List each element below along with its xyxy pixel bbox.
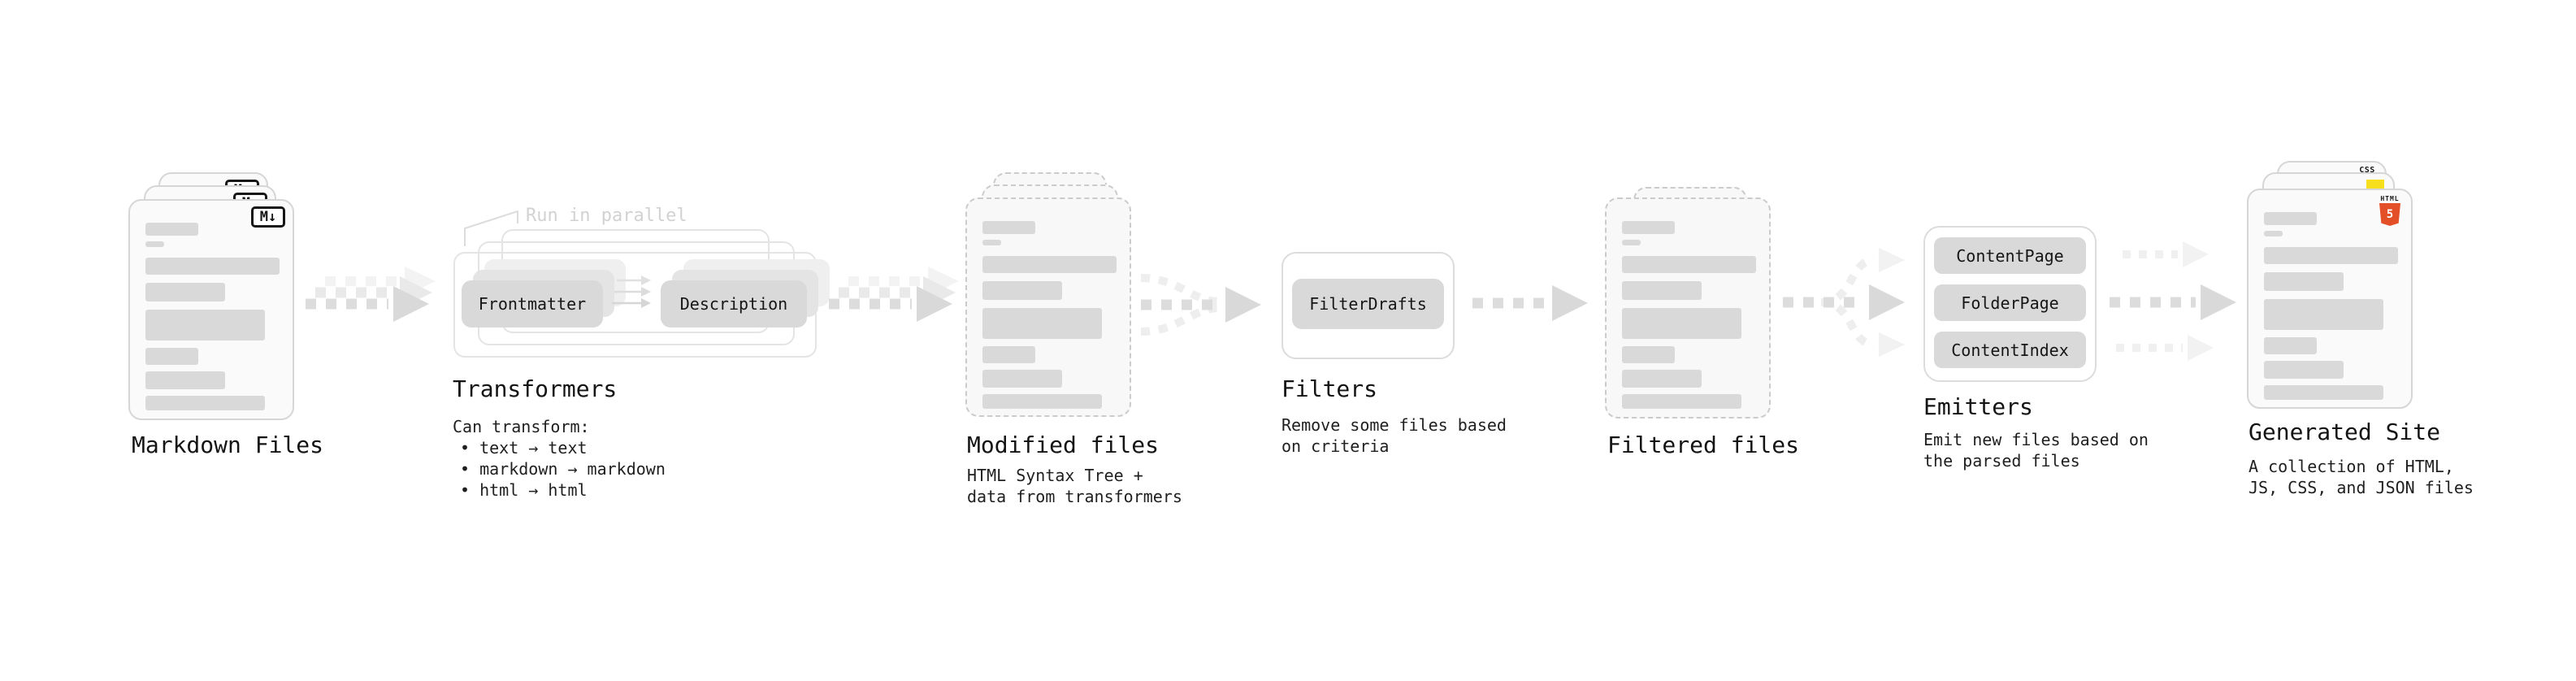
modified-files-stack [965,172,1131,417]
flow-arrow-icon [1472,285,1588,321]
run-in-parallel-annotation: Run in parallel [526,206,687,226]
filterdrafts-pill: FilterDrafts [1292,279,1444,329]
text-line-placeholder [982,346,1035,363]
text-line-placeholder [1622,346,1675,363]
description-pill: Description [661,280,807,327]
document-card [965,197,1131,417]
text-line-placeholder [2264,299,2383,330]
html5-shield-number: 5 [2386,208,2394,221]
css-icon-label: CSS [2359,166,2375,175]
text-line-placeholder [2264,231,2283,236]
bullet-item: • markdown → markdown [460,459,666,479]
emitters-desc: Emit new files based on the parsed files [1923,429,2149,471]
generated-site-title: Generated Site [2249,419,2441,445]
filterdrafts-pill-label: FilterDrafts [1309,294,1427,314]
transformers-bullet-list: • text → text • markdown → markdown • ht… [460,437,666,501]
markdown-icon-label: M↓ [259,209,277,225]
filters-title: Filters [1281,375,1378,402]
merge-arrow-icon [1140,274,1261,336]
text-line-placeholder [145,223,198,236]
document-card [1605,197,1771,419]
markdown-files-stack: M↓ M↓ M↓ [128,172,294,420]
text-line-placeholder [1622,394,1741,409]
generated-site-stack: CSS HTML 5 [2247,161,2413,409]
text-line-placeholder [145,371,225,389]
desc-line: the parsed files [1923,451,2080,471]
flow-arrow-icon [829,267,959,322]
desc-line: data from transformers [967,487,1182,506]
text-line-placeholder [1622,308,1741,339]
folderpage-pill: FolderPage [1934,284,2086,321]
description-pill-label: Description [679,294,788,314]
desc-line: Emit new files based on [1923,430,2149,449]
text-line-placeholder [982,308,1102,339]
text-line-placeholder [1622,370,1702,388]
html5-shield: 5 [2379,203,2400,226]
html5-icon: HTML 5 [2377,195,2403,226]
generated-site-desc: A collection of HTML, JS, CSS, and JSON … [2249,456,2474,498]
transformers-title: Transformers [453,375,618,402]
bullet-item: • html → html [460,480,588,500]
text-line-placeholder [982,221,1035,234]
text-line-placeholder [2264,212,2317,225]
split-arrow-icon [1783,248,1905,357]
text-line-placeholder [982,370,1062,388]
text-line-placeholder [145,283,225,301]
js-icon [2366,180,2384,191]
modified-files-desc: HTML Syntax Tree + data from transformer… [967,465,1182,507]
parallel-arrows-icon [612,275,651,308]
desc-line: JS, CSS, and JSON files [2249,478,2474,497]
text-line-placeholder [2264,385,2383,400]
filtered-files-title: Filtered files [1607,432,1800,458]
text-line-placeholder [982,394,1102,409]
filtered-files-stack [1605,187,1771,419]
desc-line: on criteria [1281,436,1390,456]
markdown-files-title: Markdown Files [132,432,324,458]
text-line-placeholder [2264,247,2398,264]
text-line-placeholder [145,396,265,410]
text-line-placeholder [2264,272,2344,291]
flow-arrow-icon [306,267,436,322]
text-line-placeholder [2264,361,2344,379]
text-line-placeholder [1622,281,1702,300]
text-line-placeholder [145,348,198,365]
filters-desc: Remove some files based on criteria [1281,414,1507,457]
text-line-placeholder [145,258,280,275]
document-card: HTML 5 [2247,189,2413,409]
bullet-item: • text → text [460,438,588,458]
contentindex-pill: ContentIndex [1934,332,2086,368]
document-card: M↓ [128,199,294,420]
triple-arrow-icon [2110,241,2236,361]
text-line-placeholder [982,281,1062,300]
folderpage-pill-label: FolderPage [1961,293,2059,313]
frontmatter-pill-label: Frontmatter [478,294,587,314]
contentpage-pill-label: ContentPage [1956,245,2064,266]
desc-line: Remove some files based [1281,415,1507,435]
text-line-placeholder [1622,240,1641,245]
text-line-placeholder [982,240,1001,245]
text-line-placeholder [2264,337,2317,354]
desc-line: A collection of HTML, [2249,457,2454,476]
text-line-placeholder [982,256,1117,273]
annotation-leader-line [464,210,518,246]
text-line-placeholder [1622,256,1756,273]
frontmatter-pill: Frontmatter [462,280,603,327]
emitters-title: Emitters [1923,393,2033,420]
text-line-placeholder [145,241,164,247]
desc-line: HTML Syntax Tree + [967,466,1143,485]
transformers-desc-heading: Can transform: [453,417,590,436]
text-line-placeholder [1622,221,1675,234]
contentpage-pill: ContentPage [1934,237,2086,274]
contentindex-pill-label: ContentIndex [1951,340,2069,360]
modified-files-title: Modified files [967,432,1160,458]
text-line-placeholder [145,310,265,340]
markdown-icon: M↓ [251,206,285,228]
html5-icon-label: HTML [2380,195,2400,202]
